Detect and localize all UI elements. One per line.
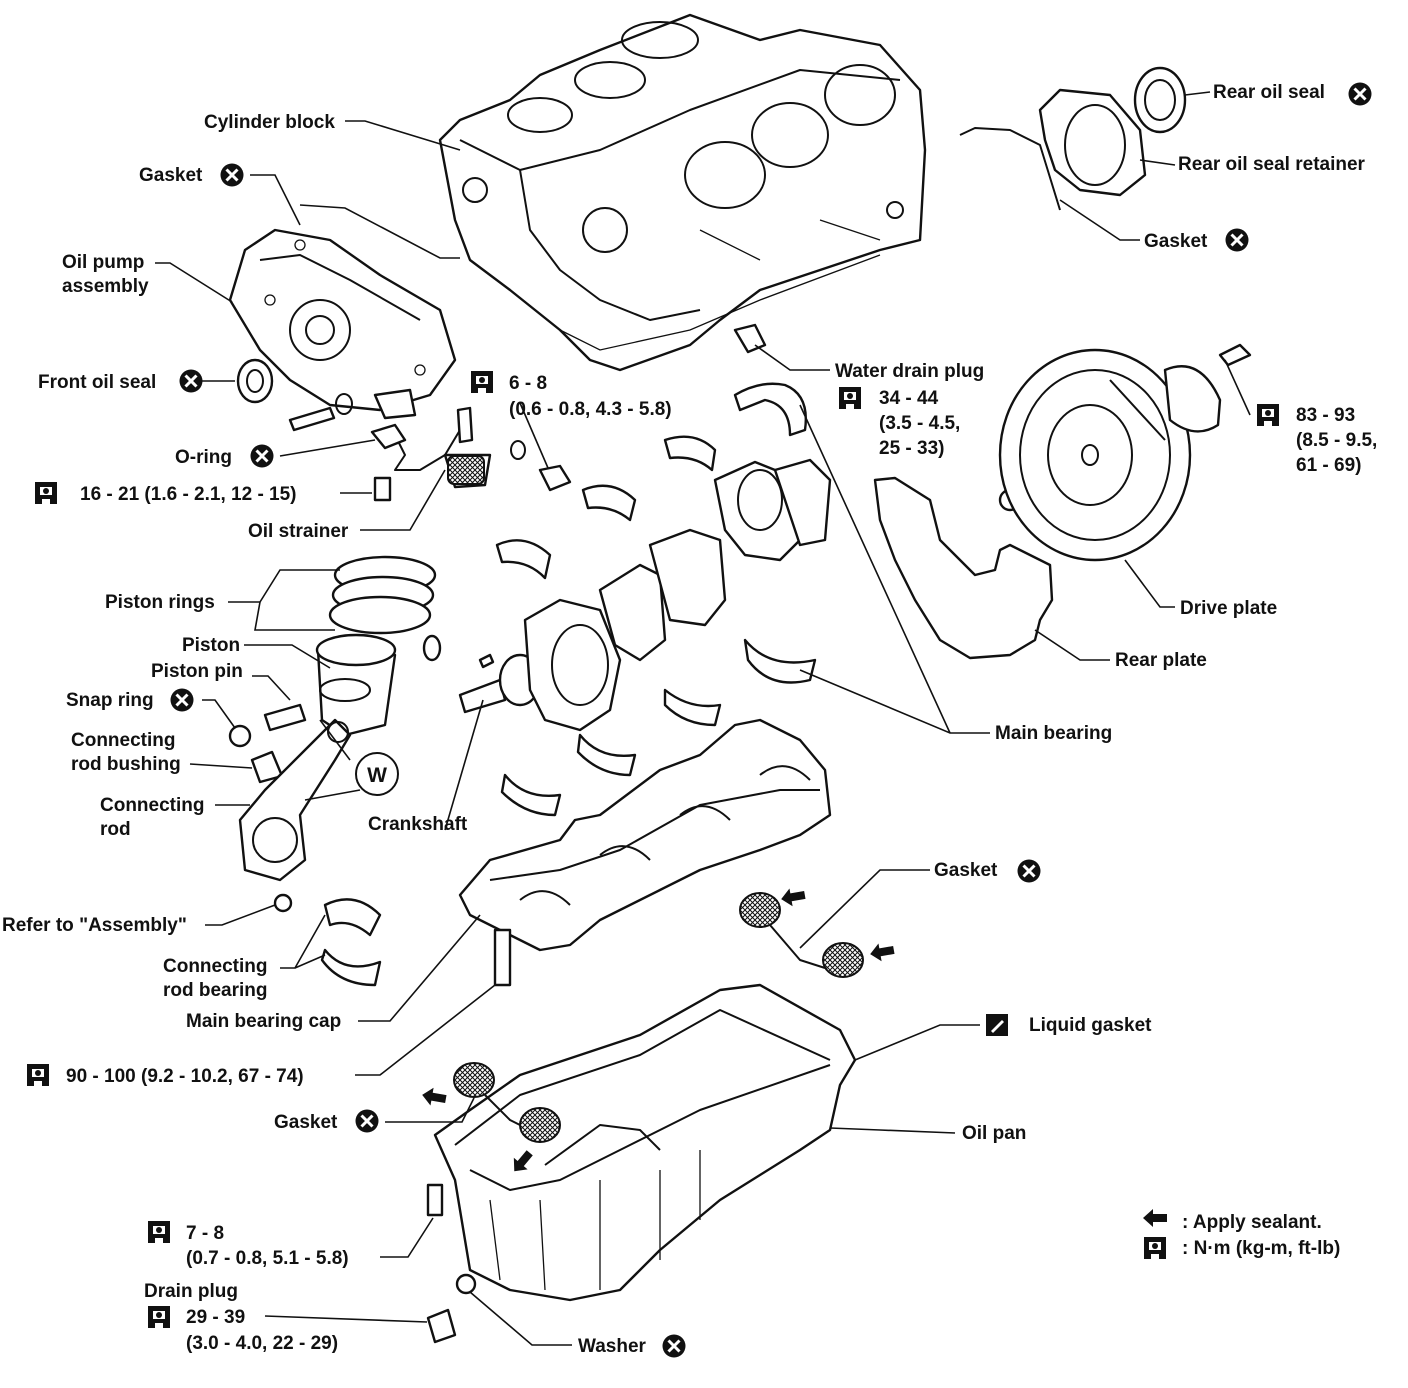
main-bearing-cap-part <box>458 718 832 987</box>
w-symbol-label: W <box>367 764 387 787</box>
torque-icon <box>148 1221 170 1243</box>
drain-plug-label: Drain plug <box>144 1281 238 1302</box>
oil-strainer-part <box>370 406 492 489</box>
replace-icon <box>1347 81 1373 107</box>
piston-rings-label: Piston rings <box>105 592 215 613</box>
crankshaft-part <box>458 458 832 732</box>
replace-icon <box>249 443 275 469</box>
liquid-gasket-label: Liquid gasket <box>1029 1015 1152 1036</box>
liquid-gasket-icon <box>986 1014 1008 1036</box>
gasket-mid-left-label: Gasket <box>274 1112 338 1133</box>
torque-34-44-label-c: 25 - 33) <box>879 438 944 459</box>
front-oil-seal-label: Front oil seal <box>38 372 156 393</box>
torque-83-93-label-b: (8.5 - 9.5, <box>1296 430 1377 451</box>
conrod-label-1: Connecting <box>100 795 205 816</box>
torque-icon <box>35 482 57 504</box>
conrod-bearing-label-2: rod bearing <box>163 980 268 1001</box>
refer-assembly-label: Refer to "Assembly" <box>2 915 187 936</box>
connecting-rod-part <box>238 718 352 913</box>
rear-plate-label: Rear plate <box>1115 650 1207 671</box>
oil-pump-label-1: Oil pump <box>62 252 144 273</box>
legend-torque-units: : N·m (kg-m, ft-lb) <box>1182 1238 1340 1259</box>
replace-icon <box>219 162 245 188</box>
torque-icon <box>148 1306 170 1328</box>
replace-icon <box>178 368 204 394</box>
piston-part <box>315 633 397 737</box>
main-bearing-cap-label: Main bearing cap <box>186 1011 341 1032</box>
main-bearing-shells-part <box>495 382 817 817</box>
torque-icon <box>1257 404 1279 426</box>
water-drain-plug-part <box>733 323 767 354</box>
oil-pan-label: Oil pan <box>962 1123 1026 1144</box>
replace-icon <box>1224 227 1250 253</box>
gasket-upper-label: Gasket <box>139 165 203 186</box>
main-bearing-label: Main bearing <box>995 723 1112 744</box>
replace-icon <box>1016 858 1042 884</box>
oil-pump-assembly-part <box>228 228 457 412</box>
callout-labels: Cylinder block Gasket Oil pump assembly … <box>2 81 1377 1359</box>
rear-plate-part <box>873 476 1054 660</box>
conrod-bearing-label-1: Connecting <box>163 956 268 977</box>
piston-label: Piston <box>182 635 240 656</box>
torque-90-100-label: 90 - 100 (9.2 - 10.2, 67 - 74) <box>66 1066 304 1087</box>
piston-rings-part <box>328 555 437 635</box>
gasket-right-mid-label: Gasket <box>934 860 998 881</box>
oil-strainer-label: Oil strainer <box>248 521 349 542</box>
torque-icon <box>471 371 493 393</box>
cylinder-block-label: Cylinder block <box>204 112 335 133</box>
torque-29-39-label-a: 29 - 39 <box>186 1307 245 1328</box>
torque-16-21-label: 16 - 21 (1.6 - 2.1, 12 - 15) <box>80 484 297 505</box>
replace-icon <box>169 687 195 713</box>
drive-plate-part <box>998 348 1192 562</box>
torque-7-8-label-a: 7 - 8 <box>186 1223 224 1244</box>
o-ring-label: O-ring <box>175 447 232 468</box>
torque-83-93-label-a: 83 - 93 <box>1296 405 1355 426</box>
moly-grease-symbol: W <box>355 752 399 796</box>
torque-83-93-label-c: 61 - 69) <box>1296 455 1361 476</box>
rear-oil-seal-part <box>1133 66 1187 134</box>
torque-6-8-label-a: 6 - 8 <box>509 373 547 394</box>
piston-pin-label: Piston pin <box>151 661 243 682</box>
rear-oil-seal-retainer-label: Rear oil seal retainer <box>1178 154 1366 175</box>
replace-icon <box>661 1333 687 1359</box>
snap-ring-part <box>228 724 252 748</box>
front-oil-seal-part <box>236 358 274 404</box>
conrod-bushing-label-2: rod bushing <box>71 754 181 775</box>
conrod-label-2: rod <box>100 819 131 840</box>
oil-pump-label-2: assembly <box>62 276 149 297</box>
water-drain-plug-label: Water drain plug <box>835 361 984 382</box>
torque-icon <box>839 387 861 409</box>
torque-34-44-label-a: 34 - 44 <box>879 388 939 409</box>
torque-7-8-label-b: (0.7 - 0.8, 5.1 - 5.8) <box>186 1248 349 1269</box>
replace-icon <box>354 1108 380 1134</box>
drive-plate-label: Drive plate <box>1180 598 1277 619</box>
torque-34-44-label-b: (3.5 - 4.5, <box>879 413 960 434</box>
rear-oil-seal-label: Rear oil seal <box>1213 82 1325 103</box>
torque-29-39-label-b: (3.0 - 4.0, 22 - 29) <box>186 1333 338 1354</box>
legend: : Apply sealant. : N·m (kg-m, ft-lb) <box>1143 1209 1340 1259</box>
snap-ring-label: Snap ring <box>66 690 154 711</box>
sealant-arrow-icon <box>1143 1209 1167 1227</box>
crankshaft-label: Crankshaft <box>368 814 468 835</box>
torque-icon <box>27 1064 49 1086</box>
gasket-upper-right-label: Gasket <box>1144 231 1208 252</box>
leader-lines <box>155 91 1251 1346</box>
conrod-bushing-label-1: Connecting <box>71 730 176 751</box>
legend-apply-sealant: : Apply sealant. <box>1182 1212 1322 1233</box>
rear-oil-seal-retainer-part <box>959 88 1147 211</box>
washer-label: Washer <box>578 1336 647 1357</box>
torque-icon <box>1144 1237 1166 1259</box>
torque-6-8-label-b: (0.6 - 0.8, 4.3 - 5.8) <box>509 399 672 420</box>
oil-pan-part <box>433 983 857 1302</box>
cylinder-block-part <box>438 13 927 372</box>
